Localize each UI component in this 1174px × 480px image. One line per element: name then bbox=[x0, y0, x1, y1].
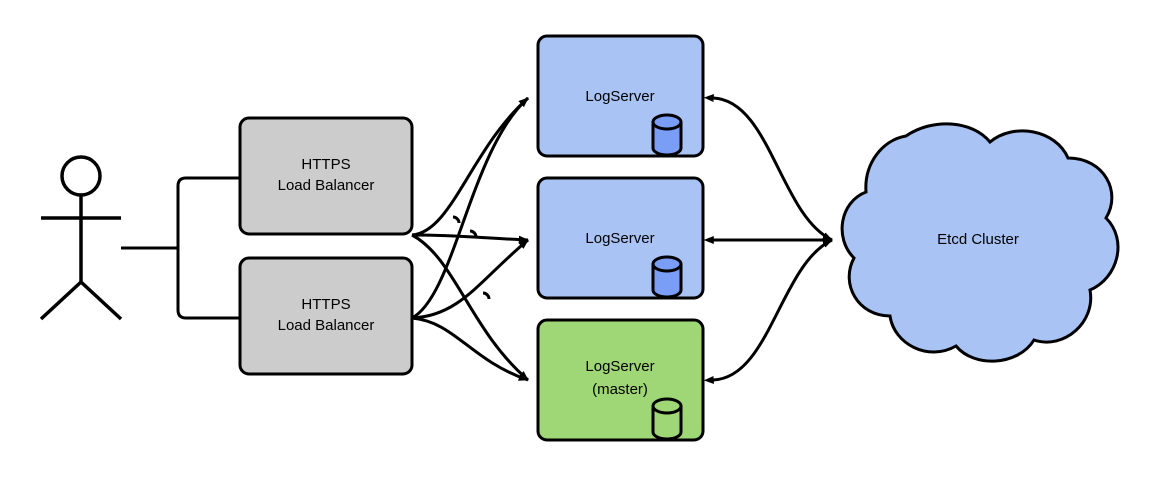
edge-logserver3-etcd bbox=[703, 238, 833, 384]
logserver-3-database-icon bbox=[651, 397, 683, 441]
logserver-3-label-line1: LogServer bbox=[585, 358, 654, 375]
line-jump-2 bbox=[469, 229, 478, 238]
logserver-1-label-line1: LogServer bbox=[585, 88, 654, 105]
edge-logserver1-etcd bbox=[703, 94, 833, 242]
bracket-lower-branch bbox=[176, 248, 240, 320]
actor-head-icon bbox=[60, 155, 102, 197]
line-jump-1 bbox=[452, 215, 461, 224]
load-balancer-2-label-line1: HTTPS bbox=[301, 296, 350, 313]
load-balancer-2-box[interactable] bbox=[238, 256, 414, 376]
logserver-2-label-line1: LogServer bbox=[585, 230, 654, 247]
logserver-2[interactable]: LogServer bbox=[536, 176, 705, 300]
logserver-to-etcd-edges bbox=[703, 94, 833, 384]
load-balancer-1[interactable]: HTTPS Load Balancer bbox=[238, 116, 414, 236]
line-jump-3 bbox=[482, 291, 491, 300]
etcd-cluster-cloud[interactable]: Etcd Cluster bbox=[840, 122, 1120, 363]
logserver-3-label-line2: (master) bbox=[592, 381, 648, 398]
load-balancer-1-label-line1: HTTPS bbox=[301, 156, 350, 173]
actor-to-balancers-bracket bbox=[121, 176, 240, 320]
edge-lb2-to-logserver2 bbox=[411, 238, 529, 320]
logserver-3-master[interactable]: LogServer (master) bbox=[536, 318, 705, 442]
load-balancer-1-label-line2: Load Balancer bbox=[278, 177, 375, 194]
balancer-to-logserver-edges bbox=[411, 96, 530, 382]
logserver-2-database-icon bbox=[651, 255, 683, 299]
user-actor bbox=[39, 155, 123, 321]
edge-lb1-to-logserver2 bbox=[411, 233, 529, 244]
load-balancer-2-label-line2: Load Balancer bbox=[278, 317, 375, 334]
edge-lb2-to-logserver3 bbox=[411, 316, 529, 382]
etcd-cluster-cloud-shape[interactable] bbox=[840, 122, 1120, 363]
load-balancer-1-box[interactable] bbox=[238, 116, 414, 236]
logserver-1-database-icon bbox=[651, 113, 683, 157]
logserver-1[interactable]: LogServer bbox=[536, 34, 705, 158]
load-balancer-2[interactable]: HTTPS Load Balancer bbox=[238, 256, 414, 376]
edge-lb1-to-logserver1 bbox=[411, 96, 530, 237]
actor-left-leg-line bbox=[39, 280, 83, 321]
etcd-cluster-label: Etcd Cluster bbox=[937, 231, 1019, 248]
bracket-upper-branch bbox=[176, 176, 240, 248]
edge-lb2-to-logserver1 bbox=[411, 96, 530, 320]
actor-right-leg-line bbox=[79, 280, 123, 321]
